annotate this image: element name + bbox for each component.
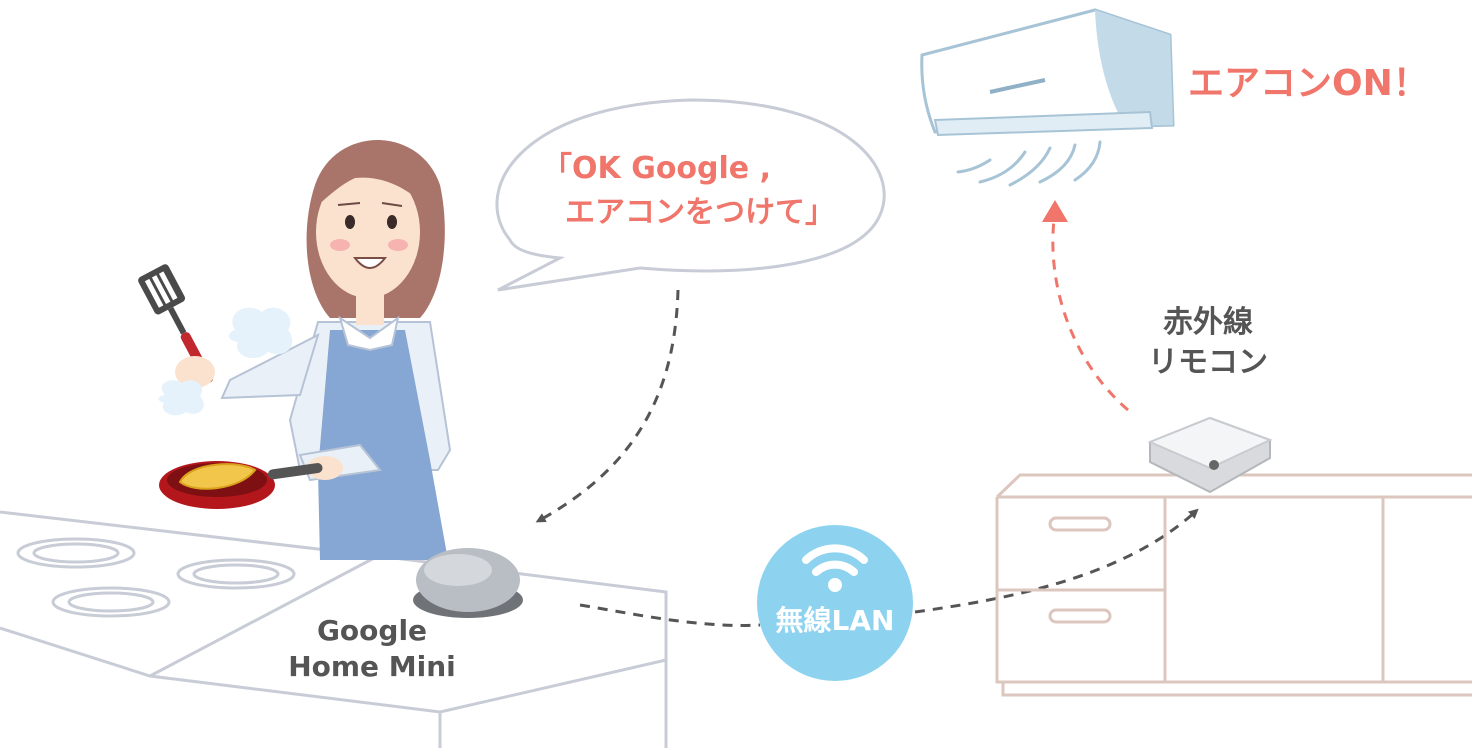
wifi-icon <box>802 544 868 592</box>
wireless-lan-label: 無線LAN <box>776 604 895 637</box>
network-path-left <box>579 603 761 627</box>
ir-signal-arrow <box>1051 211 1129 412</box>
google-home-mini-device <box>413 548 523 618</box>
ir-remote-device <box>1147 416 1273 494</box>
ir-remote-label-line-1: 赤外線 <box>1163 305 1253 340</box>
ir-remote-label-line-2: リモコン <box>1148 345 1268 380</box>
google-home-label-line-1: Google <box>317 614 427 647</box>
speech-line-1: 「OK Google , <box>542 151 771 186</box>
air-conditioner <box>920 8 1175 187</box>
speech-bubble: 「OK Google , エアコンをつけて」 <box>495 98 886 292</box>
airflow-lines <box>956 140 1102 187</box>
aircon-on-label: エアコンON！ <box>1188 63 1429 104</box>
woman-cooking-illustration <box>138 140 452 560</box>
stove-counter <box>0 510 668 748</box>
wireless-lan-badge: 無線LAN <box>757 525 913 681</box>
network-path-right <box>914 508 1199 614</box>
sideboard-cabinet <box>995 473 1472 697</box>
google-home-label-line-2: Home Mini <box>288 650 456 683</box>
speech-line-2: エアコンをつけて」 <box>565 195 835 230</box>
voice-command-arrow <box>535 289 680 523</box>
